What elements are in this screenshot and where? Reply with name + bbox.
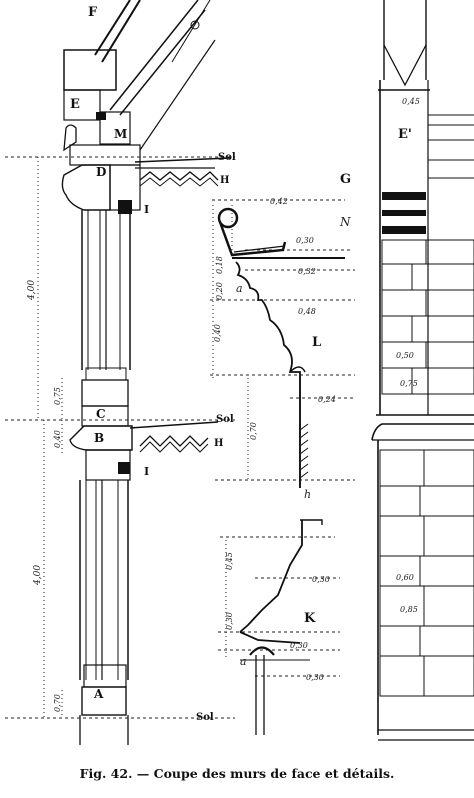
- dim-left-c: 0,75: [53, 387, 62, 405]
- label-g: G: [340, 172, 351, 187]
- dim-l-v1: 0,18: [215, 256, 224, 274]
- dim-l-v4: 0,70: [249, 422, 258, 440]
- dim-l-top: 0,42: [270, 197, 288, 206]
- label-h-l: h: [304, 488, 311, 501]
- label-sol-bottom: Sol: [196, 712, 214, 723]
- label-f: F: [88, 5, 98, 20]
- label-sol-top: Sol: [218, 152, 236, 163]
- dim-k-v1: 0,45: [225, 552, 234, 570]
- upper-floor: [118, 157, 231, 214]
- dim-g-4: 0,60: [396, 573, 414, 582]
- label-e-prime: E': [398, 127, 412, 142]
- dim-l-v2: 0,20: [215, 282, 224, 300]
- dim-left-lower: 4,00: [33, 565, 43, 586]
- middle-cornice: [69, 379, 219, 481]
- label-d: D: [96, 165, 106, 179]
- detail-l-cornice: [210, 199, 355, 488]
- label-m: M: [114, 127, 127, 141]
- dim-left-a: 0,70: [53, 694, 62, 712]
- label-n: N: [339, 215, 351, 229]
- dim-l-m2: 0,24: [318, 395, 336, 404]
- detail-k-cornice: [218, 519, 340, 735]
- left-dimensions: [5, 156, 235, 719]
- label-i-mid: I: [144, 465, 149, 478]
- dim-g-3: 0,75: [400, 379, 418, 388]
- dim-left-upper: 4,00: [27, 280, 37, 301]
- dim-k-h3: 0,30: [306, 673, 324, 682]
- label-e: E: [70, 97, 80, 112]
- dim-l-v3: 0,40: [213, 324, 222, 342]
- dim-g-5: 0,85: [400, 605, 418, 614]
- label-a-k: a: [240, 655, 247, 668]
- label-c: C: [96, 407, 106, 421]
- label-sol-mid: Sol: [216, 414, 234, 425]
- figure-caption: Fig. 42. — Coupe des murs de face et dét…: [79, 766, 395, 781]
- dim-g-1: 0,45: [402, 97, 420, 106]
- label-k: K: [304, 611, 316, 626]
- dim-k-v2: 0,30: [225, 612, 234, 630]
- dim-l-n1: 0,30: [296, 236, 314, 245]
- label-a-l: a: [236, 282, 243, 295]
- facade-elevation: [371, 0, 474, 741]
- dim-left-b: 0,40: [53, 430, 62, 448]
- label-l: L: [312, 335, 321, 350]
- label-h-mid: H: [214, 438, 223, 449]
- label-h-top: H: [220, 175, 229, 186]
- roof-rafters: [94, 0, 216, 151]
- dim-l-n2: 0,32: [298, 267, 316, 276]
- main-wall-section: [5, 0, 235, 745]
- label-a: A: [93, 687, 104, 701]
- architectural-drawing: F E M D Sol H I C B Sol H I A Sol L K N …: [5, 0, 474, 745]
- lower-wall-shaft: [79, 480, 129, 745]
- upper-cornice: [61, 49, 141, 211]
- dim-k-h1: 0,30: [312, 575, 330, 584]
- dim-g-2: 0,50: [396, 351, 414, 360]
- dim-k-h2: 0,30: [290, 641, 308, 650]
- label-b: B: [94, 431, 104, 445]
- dim-l-m1: 0,48: [298, 307, 316, 316]
- upper-wall-shaft: [81, 210, 131, 381]
- label-i-top: I: [144, 203, 149, 216]
